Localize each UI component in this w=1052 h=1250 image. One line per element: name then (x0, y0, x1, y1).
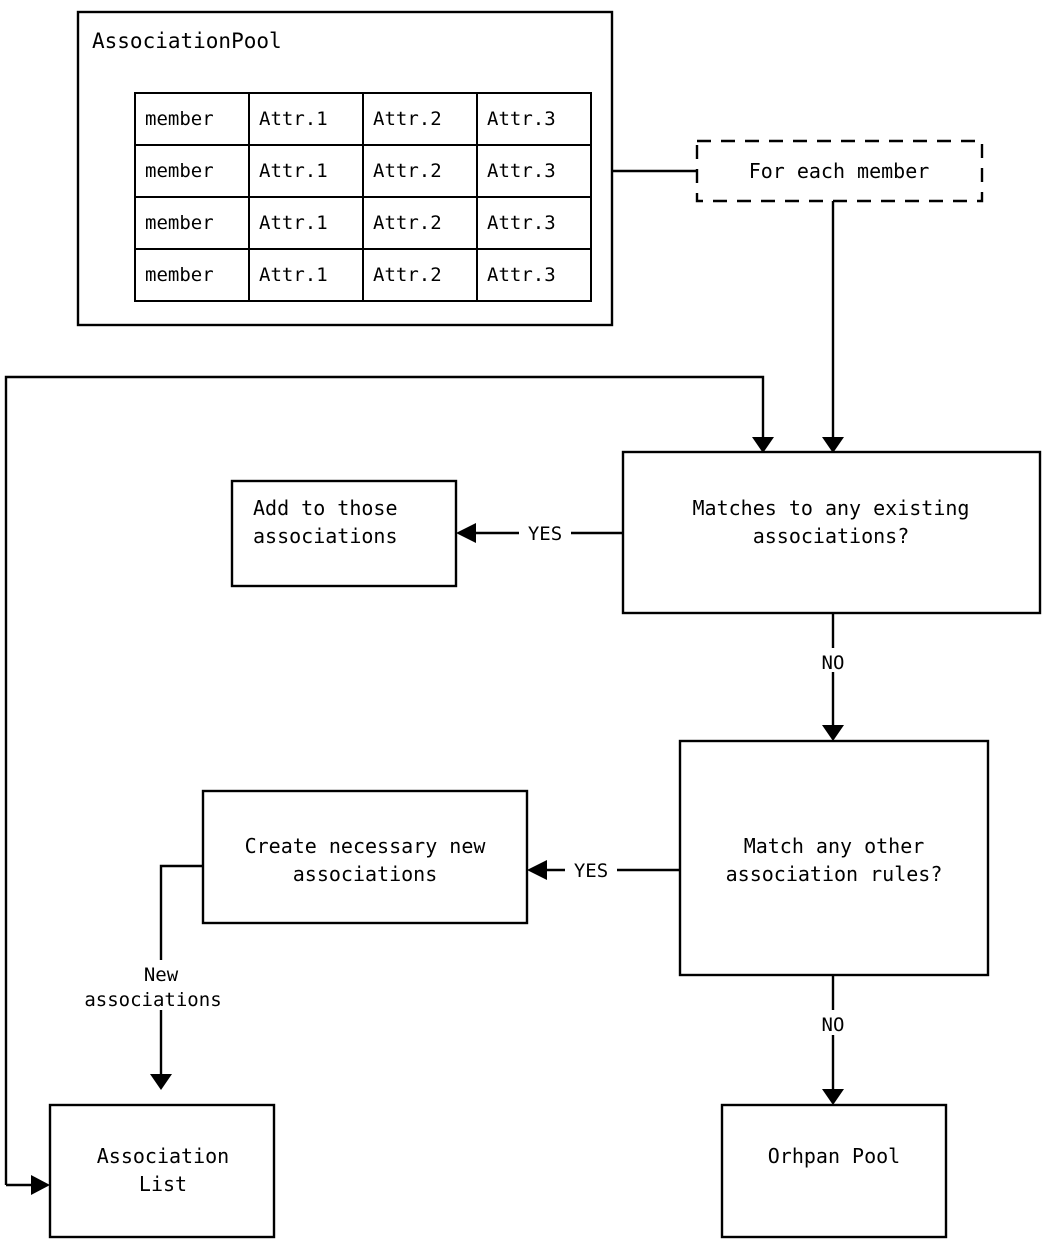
table-cell (362, 92, 478, 146)
table-cell-text: member (145, 160, 214, 182)
table-cell-text: Attr.1 (259, 160, 328, 182)
table-cell-text: Attr.1 (259, 264, 328, 286)
table-cell-text: Attr.2 (373, 160, 442, 182)
table-cell-text: Attr.3 (487, 108, 556, 130)
arrowhead-no-rules (822, 1089, 844, 1105)
table-cell (134, 248, 250, 302)
table-cell (476, 144, 592, 198)
table-cell (362, 196, 478, 250)
table-cell-text: Attr.2 (373, 264, 442, 286)
edge-feedback-loop-to-decision (4, 375, 765, 1185)
decision-match-rules-line1: Match any other (744, 834, 925, 858)
table-cell (362, 144, 478, 198)
table-cell (134, 196, 250, 250)
table-cell-text: Attr.3 (487, 212, 556, 234)
edge-label-new-associations-line1: New (144, 964, 179, 986)
arrowhead-into-association-list (31, 1175, 50, 1195)
edge-create-to-list-upper (159, 864, 203, 960)
create-new-line2: associations (293, 862, 438, 886)
table-cell-text: Attr.3 (487, 264, 556, 286)
association-list-box[interactable] (48, 1103, 276, 1239)
table-cell (134, 144, 250, 198)
association-pool-table: member Attr.1 Attr.2 Attr.3 member Attr.… (134, 92, 592, 302)
orphan-pool-box[interactable] (720, 1103, 948, 1239)
edge-label-yes-existing: YES (528, 523, 562, 545)
orphan-pool-label: Orhpan Pool (768, 1144, 900, 1168)
decision-match-rules-box[interactable] (678, 739, 990, 977)
for-each-member-box[interactable] (695, 139, 984, 203)
table-cell-text: member (145, 212, 214, 234)
association-list-line1: Association (97, 1144, 229, 1168)
table-cell (476, 248, 592, 302)
create-new-line1: Create necessary new (245, 834, 487, 858)
table-cell-text: Attr.1 (259, 212, 328, 234)
decision-matches-existing-line2: associations? (753, 524, 910, 548)
create-new-associations-box[interactable] (201, 789, 529, 925)
arrowhead-feedback-to-decision (752, 437, 774, 453)
table-cell (248, 248, 364, 302)
edge-label-yes-rules: YES (574, 860, 608, 882)
table-cell-text: member (145, 108, 214, 130)
table-cell-text: member (145, 264, 214, 286)
table-cell-text: Attr.2 (373, 212, 442, 234)
arrowhead-no-existing (822, 725, 844, 741)
edge-label-no-rules: NO (822, 1014, 845, 1036)
table-cell-text: Attr.2 (373, 108, 442, 130)
table-cell-text: Attr.3 (487, 160, 556, 182)
add-to-those-line1: Add to those (253, 496, 398, 520)
decision-matches-existing-box[interactable] (621, 450, 1042, 615)
for-each-member-label: For each member (749, 159, 930, 183)
decision-match-rules-line2: association rules? (726, 862, 943, 886)
add-to-those-associations-box[interactable] (230, 479, 458, 588)
arrowhead-yes-existing (456, 523, 476, 543)
table-cell (476, 196, 592, 250)
arrowhead-yes-rules (527, 860, 547, 880)
association-pool-title: AssociationPool (92, 29, 282, 53)
add-to-those-line2: associations (253, 524, 398, 548)
association-list-line2: List (139, 1172, 187, 1196)
table-cell-text: Attr.1 (259, 108, 328, 130)
arrowhead-foreach-to-decision (822, 437, 844, 453)
arrowhead-new-associations (150, 1074, 172, 1090)
connectors-group (4, 169, 844, 1195)
edge-label-new-associations-line2: associations (84, 989, 221, 1011)
table-cell (476, 92, 592, 146)
decision-matches-existing-line1: Matches to any existing (693, 496, 970, 520)
edge-label-no-existing: NO (822, 652, 845, 674)
